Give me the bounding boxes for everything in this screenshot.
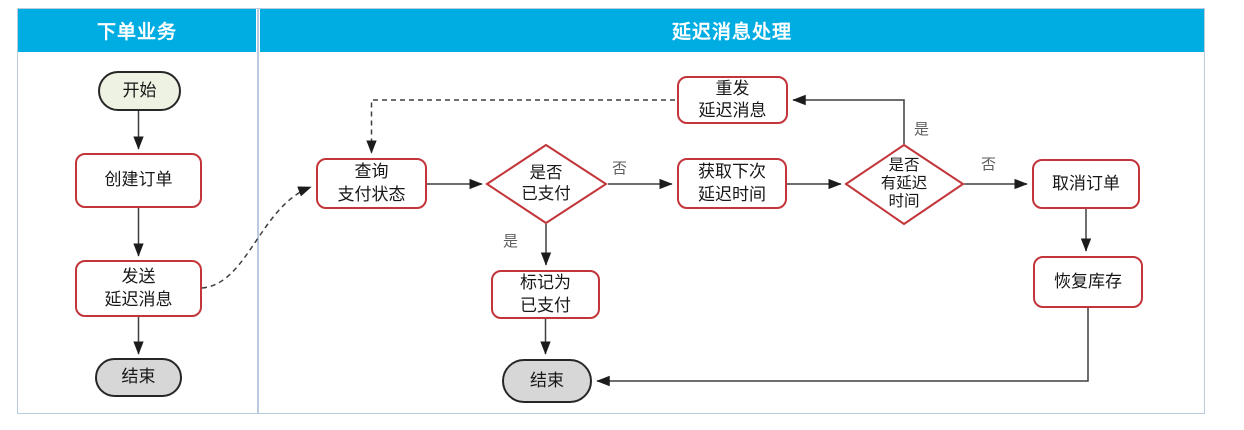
node-mark-as-paid: 标记为 已支付: [491, 270, 600, 319]
edge-send-delay-to-query-dashed: [201, 186, 312, 289]
node-create-order: 创建订单: [75, 153, 202, 208]
lane-title: 延迟消息处理: [671, 22, 792, 43]
edge-resend-to-query-dashed: [366, 99, 675, 154]
node-end-left: 结束: [95, 358, 182, 397]
edge-label-is-paid-no: 否: [612, 160, 628, 177]
edge-has-delay-yes-to-resend: [792, 94, 905, 144]
lane-header-order-business: 下单业务: [18, 9, 256, 52]
decision-is-paid-shape: [485, 143, 608, 225]
edge-label-is-paid-yes: 是: [503, 233, 519, 250]
node-send-delay-message: 发送 延迟消息: [75, 260, 202, 317]
lane-divider: [257, 8, 259, 414]
node-restore-stock: 恢复库存: [1033, 256, 1143, 308]
decision-has-delay-time-label: 是否 有延迟 时间: [880, 157, 928, 210]
edge-restore-to-end: [596, 308, 1089, 387]
decision-has-delay-time-shape: [844, 143, 965, 226]
node-cancel-order: 取消订单: [1032, 159, 1140, 209]
node-get-next-delay-time: 获取下次 延迟时间: [677, 158, 787, 209]
edge-label-has-delay-no: 否: [981, 156, 997, 173]
lane-title: 下单业务: [96, 22, 177, 43]
edge-label-has-delay-yes: 是: [914, 121, 930, 138]
node-end-right: 结束: [502, 359, 592, 403]
lane-header-delay-message: 延迟消息处理: [260, 9, 1204, 52]
node-resend-delay-message: 重发 延迟消息: [677, 76, 788, 124]
node-query-pay-status: 查询 支付状态: [316, 158, 427, 209]
diagram-frame: [17, 8, 1205, 414]
node-start: 开始: [98, 71, 181, 111]
decision-is-paid-label: 是否 已支付: [521, 164, 571, 203]
